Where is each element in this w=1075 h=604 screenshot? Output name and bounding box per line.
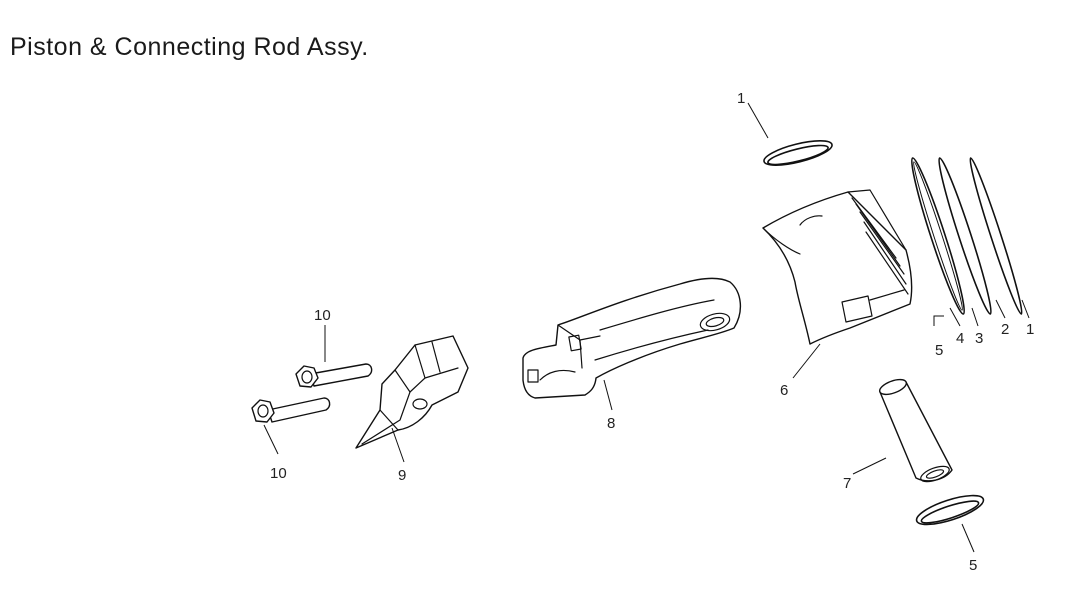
callout-9: 9	[398, 467, 406, 484]
leader-1-right	[1021, 299, 1030, 319]
part-10-rod-bolt-lower	[251, 397, 331, 423]
ring-1-top	[969, 157, 1023, 315]
leader-1-top	[747, 102, 769, 139]
part-7-wrist-pin	[878, 378, 953, 483]
ring-2-second	[938, 157, 992, 315]
leader-9	[391, 427, 405, 463]
callout-5-rings: 5	[935, 342, 943, 359]
leader-5-bottom	[961, 523, 975, 553]
part-10-rod-bolt-upper	[295, 363, 373, 388]
part-6-piston	[762, 189, 913, 345]
callout-10-top: 10	[314, 307, 331, 324]
callout-5-bottom: 5	[969, 557, 977, 574]
leader-3	[971, 307, 979, 327]
leader-8	[603, 379, 613, 411]
leader-6	[792, 343, 821, 379]
callout-6: 6	[780, 382, 788, 399]
callout-1-right: 1	[1026, 321, 1034, 338]
part-5-clip-ring-bottom	[915, 494, 985, 526]
callout-2: 2	[1001, 321, 1009, 338]
diagram-title: Piston & Connecting Rod Assy.	[10, 33, 369, 61]
leader-4	[949, 307, 961, 327]
part-1-clip-ring-top	[763, 140, 833, 166]
ring-3-oil	[911, 157, 965, 315]
callout-10-bottom: 10	[270, 465, 287, 482]
callout-8: 8	[607, 415, 615, 432]
piston-rings	[911, 157, 1023, 315]
leader-10-bottom	[263, 424, 279, 455]
part-8-connecting-rod	[522, 277, 741, 399]
callout-4: 4	[956, 330, 964, 347]
leader-7	[852, 457, 887, 475]
leader-5-rings	[933, 315, 944, 326]
leader-2	[995, 299, 1006, 319]
callout-1-top: 1	[737, 90, 745, 107]
part-9-rod-cap	[355, 335, 469, 449]
callout-3: 3	[975, 330, 983, 347]
callout-7: 7	[843, 475, 851, 492]
